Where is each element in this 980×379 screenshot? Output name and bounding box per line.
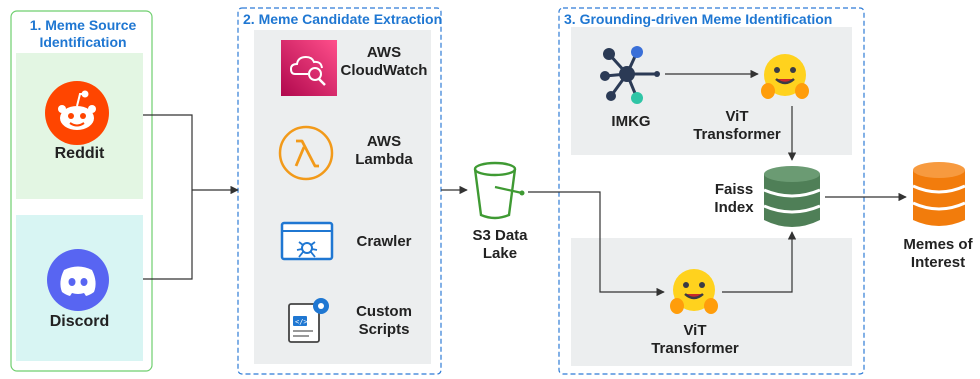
source-panel	[10, 10, 153, 372]
faiss-line1: Faiss	[714, 181, 754, 198]
discord-connector	[143, 190, 193, 280]
crawler-label: Crawler	[356, 233, 412, 250]
grounding-panel	[558, 7, 865, 375]
faiss-database-icon	[760, 164, 824, 230]
crawler-icon	[279, 220, 335, 268]
cloudwatch-label: AWS CloudWatch	[338, 44, 430, 80]
custom-scripts-line2: Scripts	[358, 321, 410, 338]
grounding-panel-title: 3. Grounding-driven Meme Identification	[564, 11, 833, 27]
output-line2: Interest	[910, 254, 966, 271]
knowledge-graph-icon	[597, 42, 665, 106]
vit-bottom-line1: ViT	[683, 322, 707, 339]
cloudwatch-icon	[281, 40, 337, 96]
vit-bottom-label: ViT Transformer	[645, 322, 745, 358]
lambda-line2: Lambda	[355, 151, 413, 168]
lambda-line1: AWS	[366, 133, 402, 150]
memes-of-interest-database-icon	[910, 160, 968, 230]
discord-icon	[46, 248, 110, 312]
vit-top-line1: ViT	[725, 108, 749, 125]
output-line1: Memes of	[903, 236, 973, 253]
cloudwatch-line2: CloudWatch	[340, 62, 428, 79]
source-title-line2: Identification	[39, 34, 127, 50]
custom-scripts-line1: Custom	[356, 303, 412, 320]
s3-bucket-icon	[470, 160, 528, 222]
s3-line2: Lake	[482, 245, 518, 262]
memes-of-interest-label: Memes of Interest	[896, 236, 980, 272]
huggingface-icon-top	[759, 51, 811, 103]
reddit-label: Reddit	[54, 145, 105, 162]
lambda-label: AWS Lambda	[338, 133, 430, 169]
s3-line1: S3 Data	[472, 227, 528, 244]
source-panel-title: 1. Meme Source Identification	[20, 17, 146, 51]
svg-text:</>: </>	[295, 318, 308, 326]
extraction-panel-title: 2. Meme Candidate Extraction	[243, 11, 443, 27]
custom-scripts-label: Custom Scripts	[338, 303, 430, 339]
faiss-label: Faiss Index	[705, 181, 763, 217]
vit-top-label: ViT Transformer	[687, 108, 787, 144]
custom-scripts-icon: </>	[283, 296, 331, 348]
vit-bottom-to-faiss-arrow	[722, 231, 797, 293]
s3-to-vit-bottom-arrow	[528, 191, 665, 297]
huggingface-icon-bottom	[668, 266, 720, 318]
imkg-label: IMKG	[611, 113, 651, 130]
source-title-line1: 1. Meme Source	[29, 17, 137, 33]
vit-top-line2: Transformer	[693, 126, 781, 143]
faiss-line2: Index	[714, 199, 754, 216]
s3-label: S3 Data Lake	[460, 227, 540, 263]
discord-label: Discord	[49, 313, 110, 330]
lambda-icon	[277, 124, 335, 182]
reddit-connector	[143, 114, 193, 190]
vit-bottom-line2: Transformer	[651, 340, 739, 357]
reddit-icon	[44, 80, 110, 146]
cloudwatch-line1: AWS	[366, 44, 402, 61]
